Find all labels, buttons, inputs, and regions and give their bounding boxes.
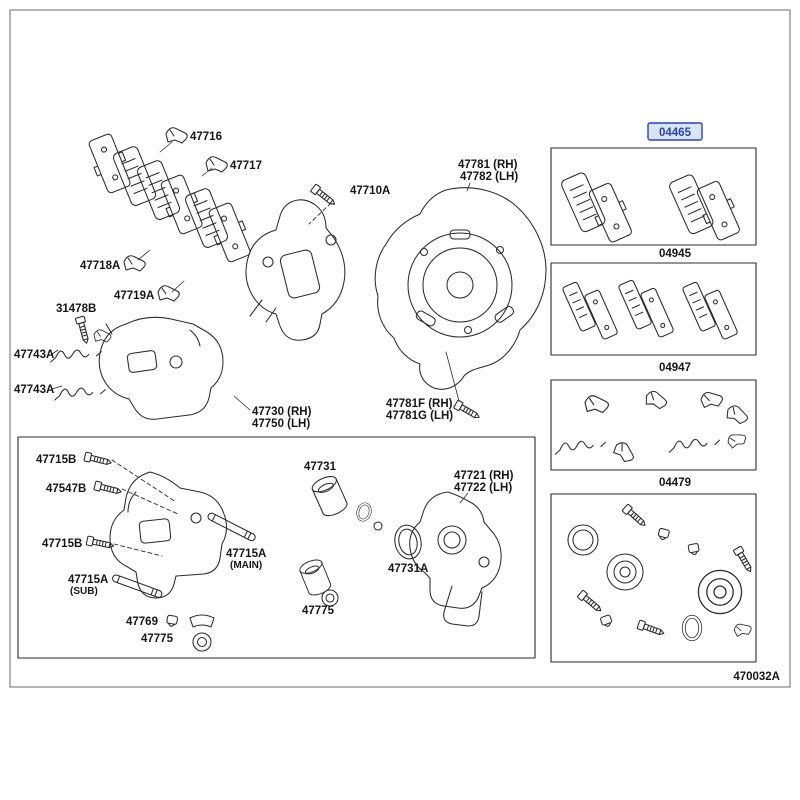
diagram-linework bbox=[17, 127, 757, 663]
label-47781F-rh: 47781F (RH) bbox=[386, 398, 453, 410]
wear-indicator-spring-b-drawing bbox=[54, 380, 106, 409]
pad-kit-contents-drawing bbox=[559, 170, 745, 246]
label-47781G-lh: 47781G (LH) bbox=[386, 410, 453, 422]
label-47775-b: 47775 bbox=[302, 605, 335, 617]
piston-seal-drawing bbox=[354, 500, 374, 524]
label-47743A-b: 47743A bbox=[14, 384, 54, 396]
bleeder-pin-31478B-drawing bbox=[74, 315, 112, 345]
label-47719A: 47719A bbox=[114, 290, 154, 302]
label-47775-a: 47775 bbox=[141, 633, 174, 645]
cylinder-kit-box bbox=[550, 493, 757, 663]
label-47781-rh: 47781 (RH) bbox=[458, 159, 518, 171]
label-47547B: 47547B bbox=[46, 483, 86, 495]
label-47718A: 47718A bbox=[80, 260, 120, 272]
piston-47731-drawing bbox=[309, 472, 350, 520]
pad-clip-47717-drawing bbox=[205, 156, 228, 173]
fitting-kit-box bbox=[550, 379, 757, 471]
caliper-bracket-drawing bbox=[245, 199, 346, 341]
label-47717: 47717 bbox=[230, 160, 262, 172]
label-47710A: 47710A bbox=[350, 185, 390, 197]
caliper-assembly-box bbox=[17, 436, 536, 659]
label-47731: 47731 bbox=[304, 461, 337, 473]
shim-kit-number: 04945 bbox=[659, 248, 692, 260]
label-47715B-b: 47715B bbox=[42, 538, 82, 550]
bolt-47715B-a-drawing bbox=[83, 451, 113, 468]
pin-boot-47775-drawing bbox=[189, 614, 215, 652]
oring-47731A-drawing bbox=[391, 522, 425, 562]
piston-boot-47775-drawing bbox=[297, 556, 339, 607]
label-47715A-sub-note: (SUB) bbox=[70, 586, 98, 597]
bolt-leader-dashes bbox=[111, 459, 179, 557]
diagram-frame bbox=[9, 9, 791, 688]
leader-lines-top bbox=[51, 141, 471, 411]
leader-47710A bbox=[308, 202, 332, 225]
shim-kit-box bbox=[550, 262, 757, 356]
pad-kit-highlight-box[interactable] bbox=[647, 122, 703, 141]
figure-ref-code: 470032A bbox=[733, 671, 780, 683]
fitting-kit-contents-drawing bbox=[554, 389, 751, 466]
leader-47781F bbox=[445, 351, 460, 402]
label-47782-lh: 47782 (LH) bbox=[460, 171, 518, 183]
seal-ring-small-drawing bbox=[373, 521, 383, 531]
pad-kit-number[interactable]: 04465 bbox=[659, 127, 692, 139]
wear-indicator-spring-a-drawing bbox=[50, 342, 102, 371]
brake-pad-stack-drawing bbox=[83, 130, 256, 265]
label-47731A: 47731A bbox=[388, 563, 428, 575]
label-47715B-a: 47715B bbox=[36, 454, 76, 466]
pad-clip-47716-drawing bbox=[165, 127, 188, 144]
label-47715A-sub: 47715A bbox=[68, 574, 108, 586]
label-47730-rh: 47730 (RH) bbox=[252, 406, 312, 418]
label-47715A-main-note: (MAIN) bbox=[230, 560, 262, 571]
caliper-inner-body-drawing bbox=[109, 471, 228, 599]
bolt-47547B-drawing bbox=[93, 480, 123, 497]
label-47750-lh: 47750 (LH) bbox=[252, 418, 310, 430]
pad-kit-box bbox=[550, 147, 757, 246]
caliper-body-drawing bbox=[98, 316, 224, 420]
label-47721-rh: 47721 (RH) bbox=[454, 470, 514, 482]
label-47769: 47769 bbox=[126, 616, 158, 628]
part-labels: 04465 04945 04947 04479 470032A 47716 47… bbox=[14, 122, 780, 683]
disc-dust-cover-drawing bbox=[374, 187, 547, 390]
slide-pin-main-drawing bbox=[206, 511, 257, 543]
caliper-housing-47721-drawing bbox=[409, 491, 502, 627]
label-47722-lh: 47722 (LH) bbox=[454, 482, 512, 494]
label-31478B: 31478B bbox=[56, 303, 96, 315]
pin-cap-47769-drawing bbox=[165, 614, 179, 628]
fitting-kit-number: 04947 bbox=[659, 362, 691, 374]
cylinder-kit-contents-drawing bbox=[567, 503, 756, 642]
label-47743A-a: 47743A bbox=[14, 349, 54, 361]
label-47716: 47716 bbox=[190, 131, 222, 143]
cylinder-kit-number: 04479 bbox=[659, 477, 691, 489]
shim-kit-contents-drawing bbox=[561, 278, 739, 341]
label-47715A-main: 47715A bbox=[226, 548, 266, 560]
bolt-47781F-drawing bbox=[452, 399, 482, 422]
pad-clip-47718A-drawing bbox=[123, 255, 146, 272]
